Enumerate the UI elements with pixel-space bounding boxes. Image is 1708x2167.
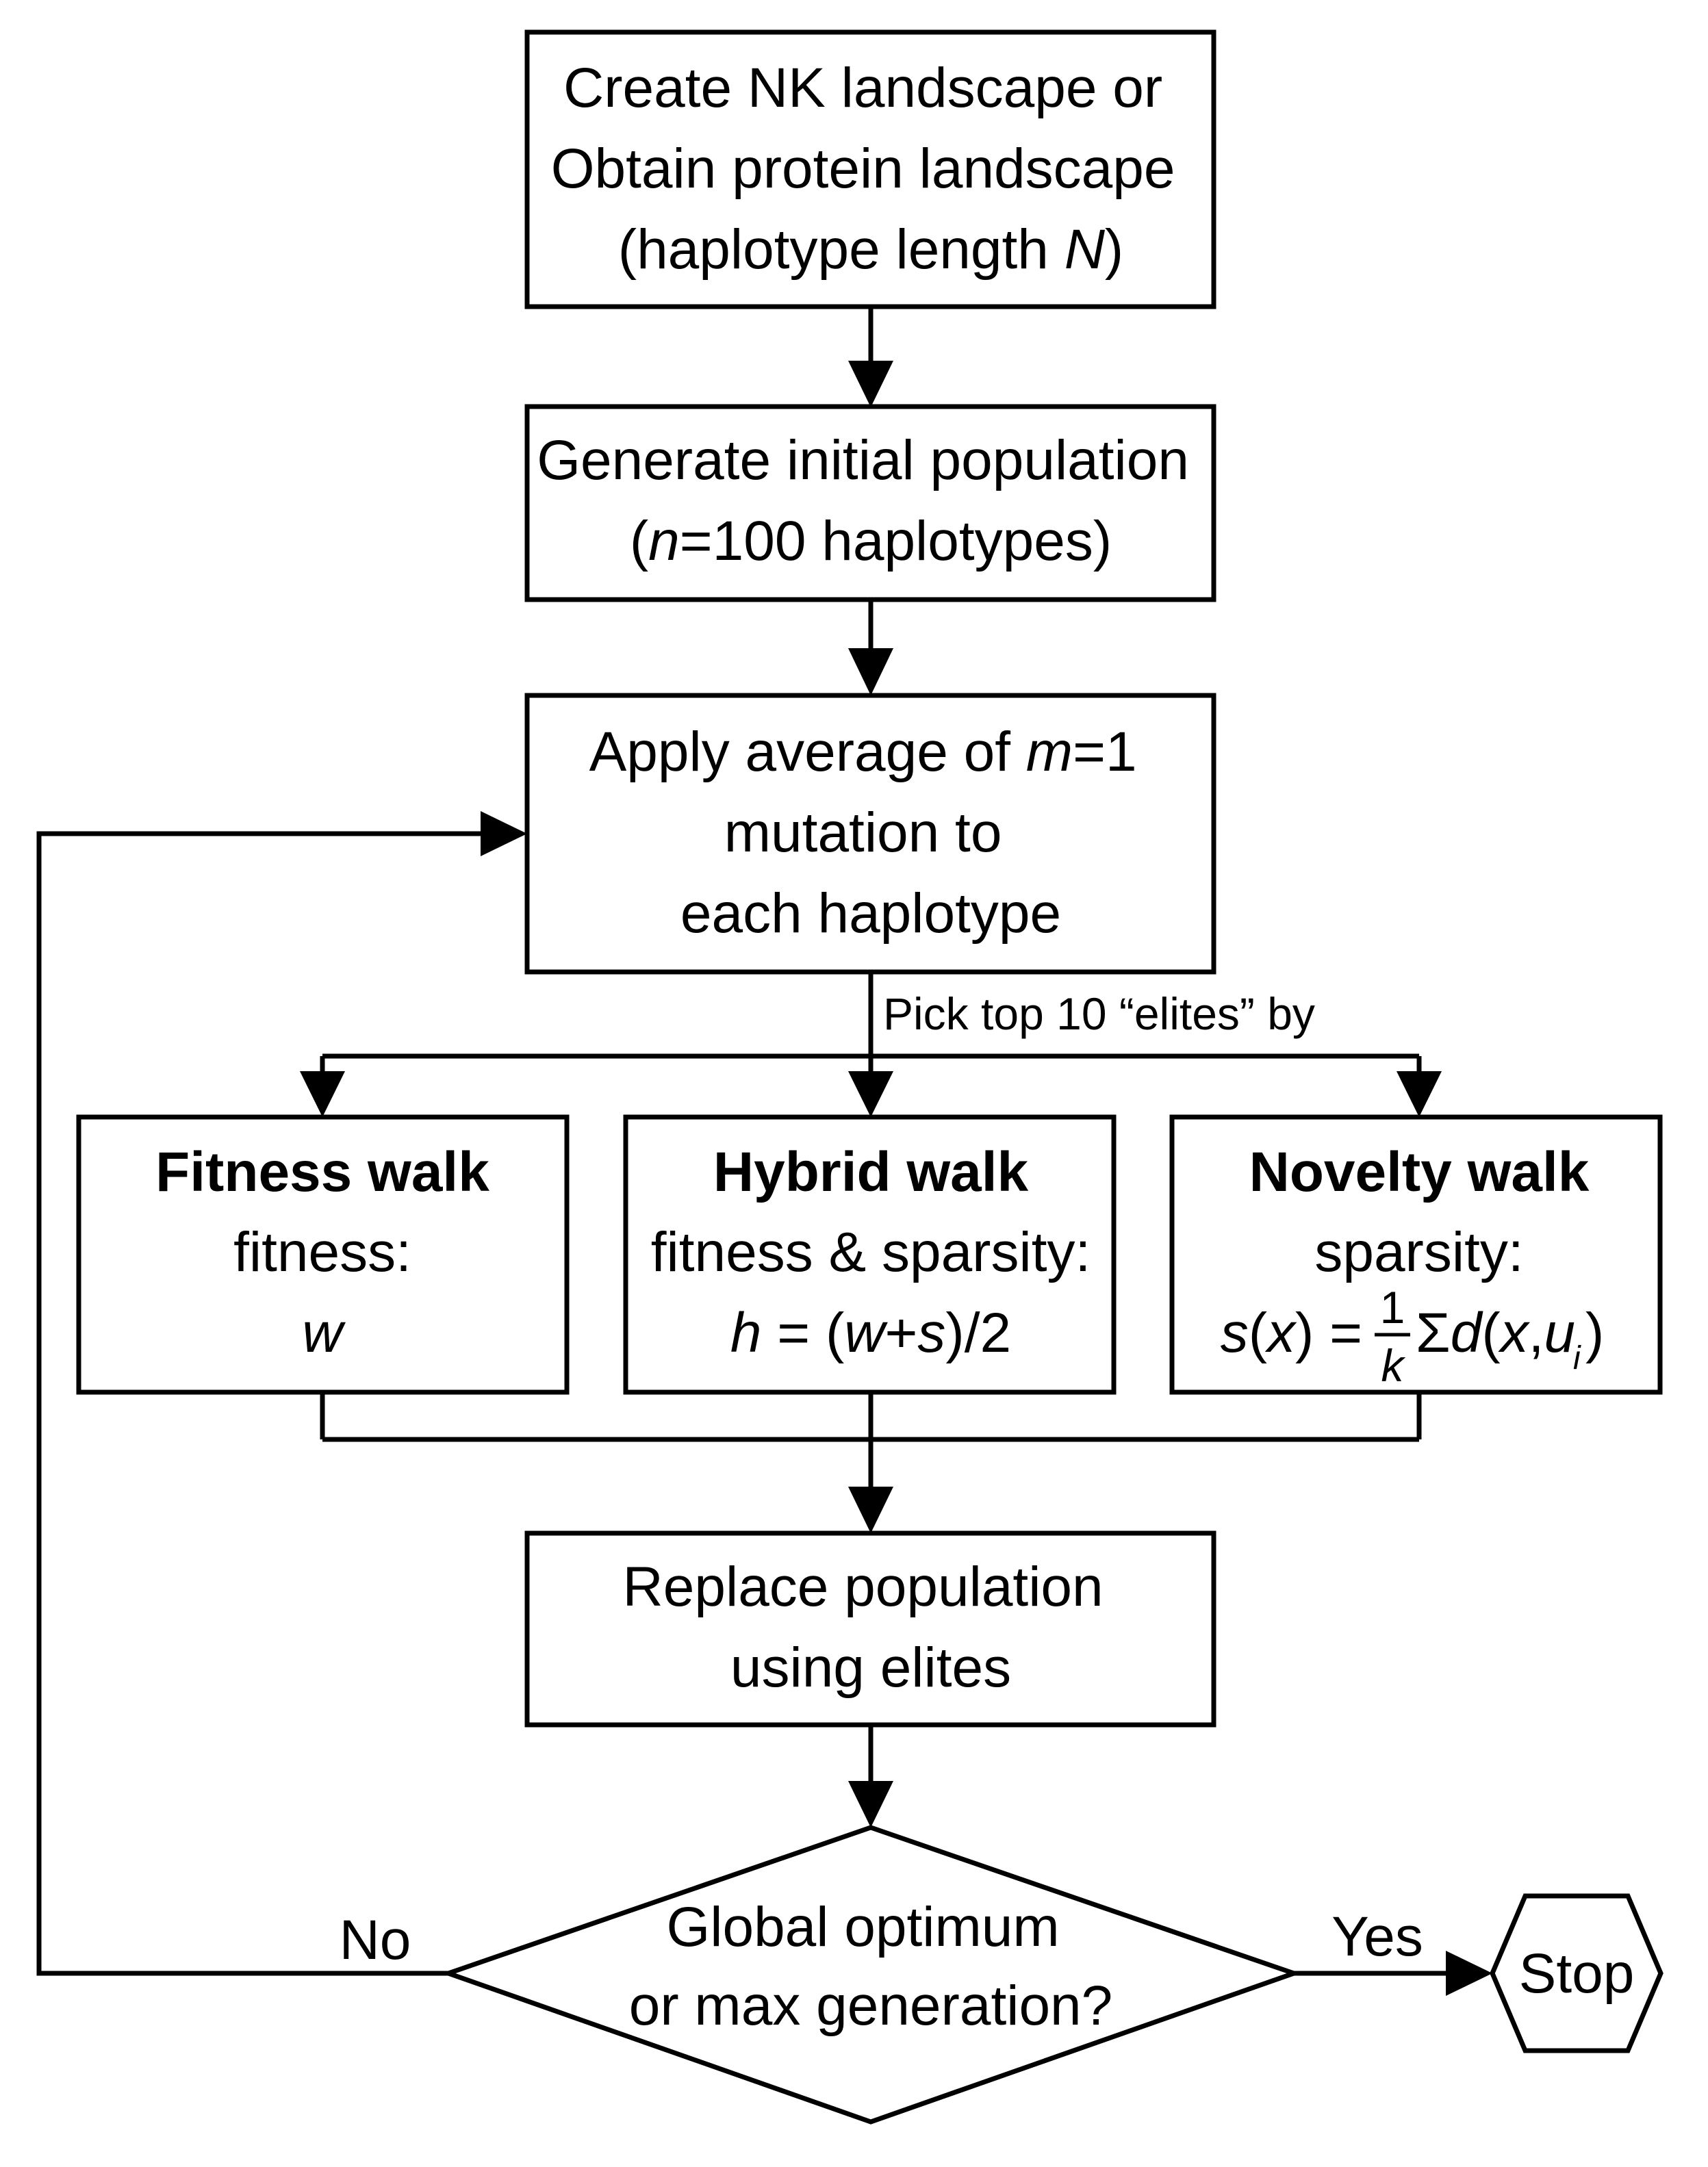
edge-label-yes: Yes [1331, 1906, 1423, 1968]
hybrid-walk-formula: h = (w+s)/2 [730, 1302, 1011, 1364]
node-mutate-text: Apply average of m=1 mutation to each ha… [589, 721, 1153, 945]
novelty-walk-formula: s(x) = 1 k Σd(x,u i ) [1221, 1282, 1605, 1391]
node-stop: Stop [1490, 1893, 1664, 2053]
node-replace-text: Replace population using elites [623, 1556, 1119, 1699]
novelty-walk-criterion: sparsity: [1314, 1221, 1523, 1283]
fitness-walk-criterion: fitness: [233, 1221, 411, 1283]
arrowhead-loop-back [481, 811, 527, 856]
node-apply-mutation: Apply average of m=1 mutation to each ha… [524, 693, 1216, 975]
arrowhead-mutate [848, 648, 893, 695]
node-novelty-walk: Novelty walk sparsity: s(x) = 1 k Σd(x,u… [1169, 1114, 1663, 1395]
fitness-walk-formula: w [302, 1302, 346, 1364]
node-decision-text: Global optimum or max generation? [629, 1896, 1113, 2037]
node-stop-label: Stop [1519, 1942, 1635, 2005]
node-replace-population: Replace population using elites [524, 1530, 1216, 1728]
node-decision: Global optimum or max generation? [441, 1825, 1301, 2125]
novelty-formula-fraction-denominator: k [1381, 1340, 1406, 1391]
node-create-text: Create NK landscape or Obtain protein la… [551, 57, 1191, 281]
novelty-walk-title: Novelty walk [1249, 1141, 1590, 1203]
fitness-walk-title: Fitness walk [155, 1141, 489, 1203]
connectors [36, 307, 1492, 1996]
novelty-formula-lhs: s(x) = [1221, 1302, 1362, 1364]
node-fitness-walk: Fitness walk fitness: w [76, 1114, 570, 1395]
arrowhead-generate [848, 361, 893, 407]
node-generate-population: Generate initial population (n=100 haplo… [524, 404, 1216, 602]
novelty-formula-close: ) [1585, 1302, 1604, 1364]
novelty-formula-fraction-numerator: 1 [1380, 1282, 1405, 1333]
arrowhead-fitness-walk [300, 1071, 345, 1117]
novelty-formula-subscript: i [1573, 1340, 1581, 1376]
edge-label-no: No [340, 1909, 411, 1971]
node-hybrid-walk: Hybrid walk fitness & sparsity: h = (w+s… [623, 1114, 1117, 1395]
node-create-landscape: Create NK landscape or Obtain protein la… [524, 29, 1216, 309]
edge-no-loop [36, 831, 493, 1976]
arrowhead-stop [1446, 1951, 1492, 1996]
arrowhead-hybrid-walk [848, 1071, 893, 1117]
hybrid-walk-criterion: fitness & sparsity: [651, 1221, 1091, 1283]
arrowhead-novelty-walk [1397, 1071, 1442, 1117]
arrowhead-decision [848, 1781, 893, 1828]
node-generate-text: Generate initial population (n=100 haplo… [537, 429, 1205, 572]
novelty-formula-sum: Σd(x,u [1416, 1302, 1575, 1364]
edge-label-pick-elites: Pick top 10 “elites” by [883, 988, 1315, 1039]
hybrid-walk-title: Hybrid walk [713, 1141, 1029, 1203]
arrowhead-replace [848, 1487, 893, 1533]
